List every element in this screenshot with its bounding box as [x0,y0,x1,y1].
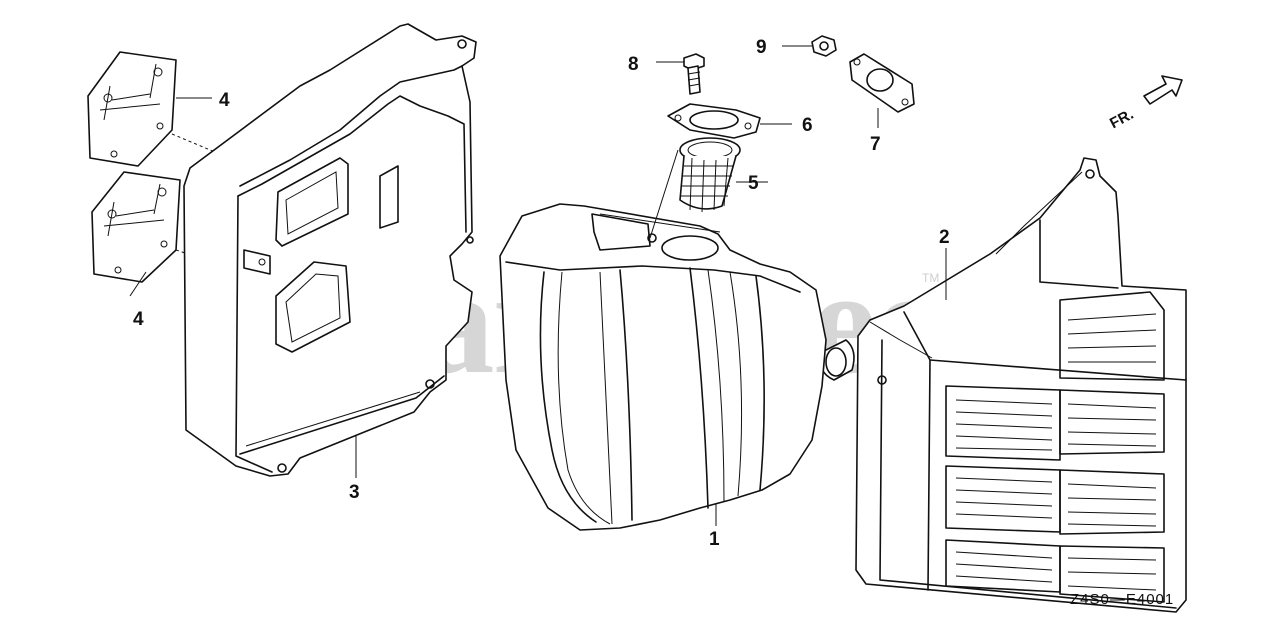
callout-1: 1 [709,529,720,550]
front-direction-arrow: FR. [1107,75,1183,132]
bolt[interactable] [656,53,705,95]
callout-6: 6 [802,115,813,136]
exhaust-gasket[interactable] [849,53,915,128]
protector-plate-upper[interactable] [87,51,216,167]
callout-9: 9 [756,37,767,58]
callout-2: 2 [939,227,950,248]
front-direction-label: FR. [1107,106,1136,132]
callout-8: 8 [628,54,639,75]
diagram-code: Z4S0—E4001 [1070,591,1174,608]
watermark-trademark: TM [922,271,939,285]
muffler-cover[interactable] [183,23,477,478]
muffler-protector[interactable] [855,157,1187,613]
nut[interactable] [782,35,837,57]
spark-arrester[interactable] [679,137,768,213]
muffler-gasket[interactable] [667,103,792,139]
muffler[interactable] [499,149,855,531]
callout-3: 3 [349,482,360,503]
callout-7: 7 [870,134,881,155]
callout-4-lower: 4 [133,309,144,330]
protector-plate-lower[interactable] [91,171,201,283]
callout-5: 5 [748,173,759,194]
callout-4-upper: 4 [219,90,230,111]
